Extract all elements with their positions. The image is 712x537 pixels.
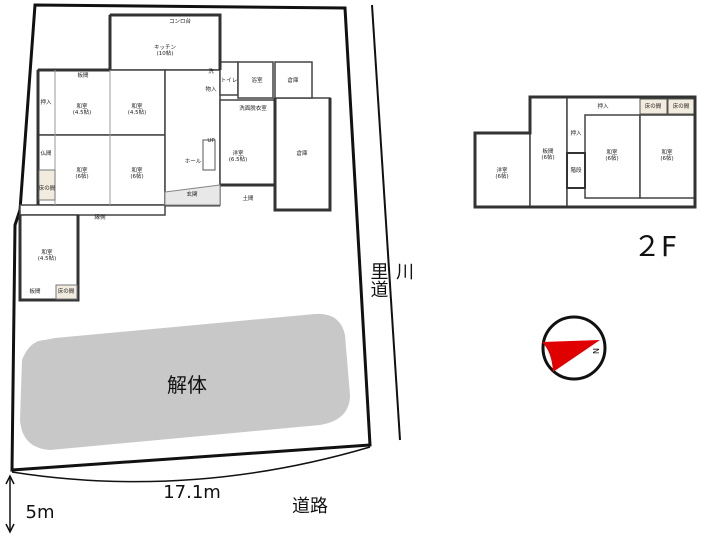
- toilet-label: トイレ: [221, 78, 238, 84]
- frontage-label: 17.1m: [163, 482, 221, 503]
- washitsu-a-label: 和室: [76, 102, 88, 110]
- kitchen-label: キッチン: [154, 44, 177, 51]
- storage-small-label: 倉庫: [287, 76, 299, 84]
- compass-letter: N: [592, 348, 601, 354]
- youshitsu-label: 洋室: [232, 149, 244, 157]
- washitsu-b-label: 和室: [131, 102, 143, 110]
- itama-label: 板間: [542, 147, 554, 155]
- storage-large-label: 倉庫: [296, 149, 308, 157]
- up-label: UP: [207, 138, 215, 144]
- entrance-label: 玄関: [186, 190, 198, 198]
- washitsu-a-size: (4.5帖): [73, 108, 92, 116]
- tokonoma-label: 床の間: [39, 184, 56, 192]
- tokonoma-1-label: 床の間: [645, 102, 662, 110]
- tokonoma-2-label: 床の間: [673, 102, 690, 110]
- itama-bottom-label: 板間: [29, 287, 41, 295]
- second-floor-plan: [473, 95, 697, 209]
- first-floor-plan: [18, 13, 332, 302]
- sink-label: 洗: [208, 67, 214, 75]
- engawa-label: 縁側: [94, 213, 106, 221]
- closet-label: 物入: [205, 85, 217, 93]
- hall-label: ホール: [185, 158, 202, 165]
- itama-top-label: 板間: [77, 71, 89, 79]
- second-floor-title: ２F: [633, 230, 677, 263]
- demolition-area: [20, 313, 350, 450]
- arrow-heads: [5, 474, 15, 534]
- tokonoma-bottom-label: 床の間: [58, 287, 75, 295]
- demolition-label: 解体: [167, 373, 207, 397]
- youshitsu-size: (6.5帖): [229, 155, 248, 163]
- oshiire-top-label: 押入: [597, 102, 609, 110]
- river-label: 川: [396, 262, 414, 283]
- itama-size: (6帖): [541, 153, 554, 161]
- washroom-label: 洗面脱衣室: [239, 104, 267, 112]
- youshitsu-2f-label: 洋室: [496, 166, 508, 174]
- path-label: 里道: [368, 262, 389, 298]
- kitchen-size: (10帖): [157, 49, 174, 57]
- frontage-dimension: [11, 446, 371, 483]
- youshitsu-2f-size: (6帖): [495, 172, 508, 180]
- washitsu-e-size: (4.5帖): [38, 254, 57, 262]
- washitsu-d-label: 和室: [131, 166, 143, 174]
- oshiire-side-label: 押入: [570, 129, 582, 137]
- washitsu-e-label: 和室: [41, 248, 53, 256]
- bath-label: 浴室: [251, 76, 263, 84]
- doma-label: 土間: [242, 194, 254, 202]
- compass-icon: N: [541, 315, 607, 381]
- river-line: [371, 4, 401, 441]
- washitsu-1-label: 和室: [606, 148, 618, 156]
- washitsu-c-size: (6帖): [75, 172, 88, 180]
- washitsu-b-size: (4.5帖): [128, 108, 147, 116]
- stairs-label: 階段: [570, 166, 582, 174]
- butsuma-label: 仏間: [40, 150, 52, 157]
- stove-label: コンロ台: [169, 17, 192, 25]
- washitsu-2-size: (6帖): [660, 154, 673, 162]
- washitsu-c-label: 和室: [76, 166, 88, 174]
- washitsu-1-size: (6帖): [605, 154, 618, 162]
- road-label: 道路: [292, 496, 328, 517]
- road-width-label: 5m: [26, 502, 55, 523]
- washitsu-d-size: (6帖): [130, 172, 143, 180]
- washitsu-2-label: 和室: [661, 148, 673, 156]
- oshiire-label: 押入: [40, 98, 52, 106]
